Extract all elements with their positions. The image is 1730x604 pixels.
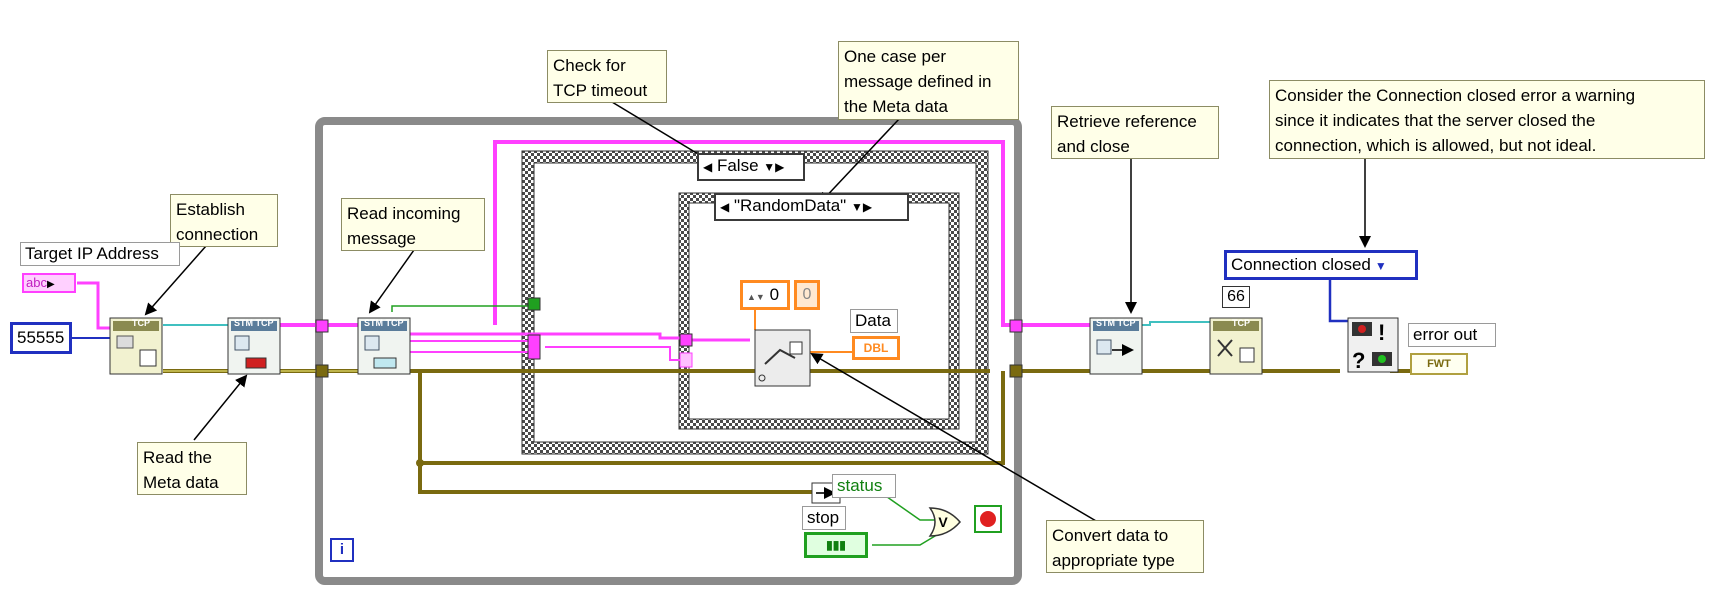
svg-text:!: ! [1378, 320, 1385, 345]
tunnel-error-left [315, 364, 329, 378]
case-prev-icon[interactable]: ◀ [703, 160, 713, 174]
error-code-constant: 66 [1222, 286, 1250, 308]
case-selector-false[interactable]: ◀ False ▼▶ [697, 153, 805, 181]
case-next-icon[interactable]: ▶ [775, 160, 785, 174]
arrow-read-meta [193, 374, 248, 441]
target-ip-control-text: abc [26, 275, 47, 290]
or-gate-label: V [938, 514, 948, 530]
arrow-convert [810, 352, 1109, 529]
stm-read-message-caption: STM TCP [364, 318, 404, 328]
wire-error-loop [418, 371, 1005, 465]
wire-connection-closed [1328, 280, 1350, 323]
note-retrieve-reference: Retrieve reference and close [1051, 106, 1219, 159]
case-tunnel-string-inner-2 [679, 352, 693, 368]
arrow-read-incoming [368, 249, 415, 314]
stop-control[interactable]: ▮▮▮ [804, 532, 868, 558]
or-gate[interactable] [928, 507, 961, 537]
inner-case-frame[interactable] [679, 193, 959, 429]
numeric-increment-icon[interactable]: ▲▼ [747, 292, 765, 302]
tcp-close-caption: TCP [1232, 318, 1250, 328]
case-dropdown-icon[interactable]: ▼ [763, 160, 776, 174]
note-consider-connection-closed: Consider the Connection closed error a w… [1269, 80, 1705, 159]
label-error-out: error out [1408, 323, 1496, 347]
stm-read-meta-caption: STM TCP [234, 318, 274, 328]
case-selector-false-text: False [716, 156, 759, 175]
case-tunnel-string-outer [527, 334, 541, 360]
arrow-one-case [818, 117, 901, 205]
target-ip-control[interactable]: abc▶ [22, 273, 76, 293]
error-out-indicator-text: FWT [1427, 358, 1451, 370]
label-target-ip: Target IP Address [20, 242, 180, 266]
play-icon: ▶ [46, 279, 55, 290]
label-stop: stop [802, 506, 846, 530]
case-selector-randomdata[interactable]: ◀ "RandomData" ▼▶ [714, 193, 909, 221]
loop-stop-terminal[interactable] [974, 505, 1002, 533]
error-out-indicator: FWT [1410, 353, 1468, 375]
note-one-case-per-message: One case per message defined in the Meta… [838, 41, 1019, 120]
numeric-constant[interactable]: ▲▼ 0 [740, 280, 790, 310]
clear-error-icon[interactable]: ! ? [1347, 317, 1399, 373]
case-selector-terminal [527, 297, 541, 311]
note-read-meta-data: Read the Meta data [137, 442, 247, 495]
stm-read-message-icon[interactable] [357, 317, 411, 375]
case-prev-icon-inner[interactable]: ◀ [720, 200, 730, 214]
dropdown-icon: ▼ [1374, 259, 1387, 273]
convert-data-icon[interactable] [754, 329, 811, 387]
tcp-open-icon[interactable] [109, 317, 163, 375]
numeric-indicator: 0 [794, 280, 820, 310]
while-loop-frame[interactable] [315, 117, 1022, 585]
case-selector-randomdata-text: "RandomData" [733, 196, 847, 215]
connection-closed-value: Connection closed [1231, 255, 1371, 274]
wire-bool-timeout [391, 305, 530, 312]
tunnel-string-right [1009, 319, 1023, 333]
numeric-constant-value: 0 [769, 285, 780, 304]
data-indicator-text: DBL [863, 341, 889, 355]
stm-close-ref-caption: STM TCP [1096, 318, 1136, 328]
loop-iteration-terminal: i [330, 538, 354, 562]
data-indicator: DBL [852, 336, 900, 360]
case-tunnel-string-inner [679, 333, 693, 347]
note-check-tcp-timeout: Check for TCP timeout [547, 50, 667, 103]
note-read-incoming-message: Read incoming message [341, 198, 485, 251]
stop-control-icon: ▮▮▮ [826, 538, 846, 552]
stm-read-meta-icon[interactable] [227, 317, 281, 375]
case-dropdown-icon-inner[interactable]: ▼ [850, 200, 863, 214]
tunnel-string-left [315, 319, 329, 333]
svg-text:?: ? [1352, 348, 1365, 373]
connection-closed-constant[interactable]: Connection closed▼ [1224, 250, 1418, 280]
stm-close-ref-icon[interactable] [1089, 317, 1143, 375]
port-constant[interactable]: 55555 [10, 322, 72, 354]
tcp-close-icon[interactable] [1209, 317, 1263, 375]
note-convert-data: Convert data to appropriate type [1046, 520, 1204, 573]
note-establish-connection: Establish connection [170, 194, 278, 247]
tunnel-error-right [1009, 364, 1023, 378]
label-data: Data [850, 309, 898, 333]
label-status: status [832, 474, 896, 498]
tcp-open-caption: TCP [132, 318, 150, 328]
case-next-icon-inner[interactable]: ▶ [862, 200, 873, 214]
wire-string-ip [77, 281, 110, 330]
arrow-establish [144, 245, 207, 316]
